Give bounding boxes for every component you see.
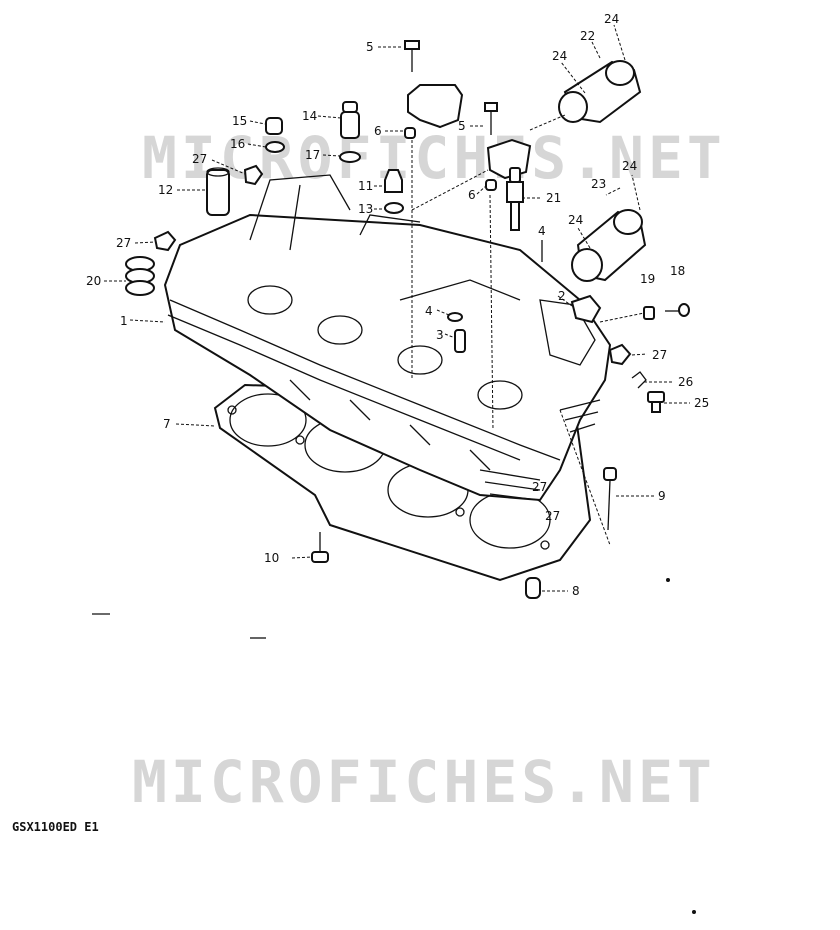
spark-plug-21: [506, 167, 524, 231]
bolt-18: [665, 303, 690, 317]
callout-12: 12: [158, 183, 173, 197]
dowel-8: [525, 577, 541, 599]
spring-20: [125, 256, 155, 296]
callout-18: 18: [670, 264, 685, 278]
intake-pipe-23: [571, 209, 647, 282]
clip-26: [631, 371, 647, 389]
stray-dot-1: [666, 578, 670, 582]
callout-24d: 24: [568, 213, 583, 227]
callout-17: 17: [305, 148, 320, 162]
pin-4-lower: [447, 312, 463, 322]
callout-27c: 27: [652, 348, 667, 362]
callout-22: 22: [580, 29, 595, 43]
callout-9: 9: [658, 489, 666, 503]
callout-21: 21: [546, 191, 561, 205]
callout-1: 1: [120, 314, 128, 328]
callout-20: 20: [86, 274, 101, 288]
callout-6b: 6: [468, 188, 476, 202]
sleeve-3: [454, 329, 466, 353]
callout-6a: 6: [374, 124, 382, 138]
callout-numbers: 1 2 3 4 4 5 5 6 6 7 8 9 10 11 12 13 14 1…: [86, 12, 709, 598]
callout-23: 23: [591, 177, 606, 191]
rubber-cap-27a: [243, 164, 264, 186]
intake-pipe-22: [558, 60, 642, 124]
callout-14: 14: [302, 109, 317, 123]
cylinder-head: [163, 174, 612, 502]
union-2: [570, 294, 602, 324]
callout-27a: 27: [192, 152, 207, 166]
callout-2: 2: [558, 289, 566, 303]
cam-cap-top: [407, 84, 464, 129]
watermark-bottom: MICROFICHES.NET: [132, 748, 716, 816]
callout-5b: 5: [458, 119, 466, 133]
cap-15: [265, 117, 283, 135]
callout-27b: 27: [116, 236, 131, 250]
model-caption: GSX1100ED E1: [12, 820, 99, 834]
plug-14: [340, 101, 360, 139]
dowel-pin-6a: [404, 127, 416, 139]
callout-25: 25: [694, 396, 709, 410]
callout-24a: 24: [604, 12, 619, 26]
rubber-cap-27b: [153, 230, 177, 252]
callout-27e: 27: [545, 509, 560, 523]
callout-15: 15: [232, 114, 247, 128]
callout-7: 7: [163, 417, 171, 431]
callout-24c: 24: [622, 159, 637, 173]
nut-19: [643, 306, 655, 320]
callout-27d: 27: [532, 480, 547, 494]
bolt-5-lower: [484, 102, 498, 135]
leader-lines: [104, 24, 690, 592]
oil-pipe-12: [206, 167, 230, 216]
callout-16: 16: [230, 137, 245, 151]
bolt-5-upper: [404, 40, 420, 72]
o-ring-17: [339, 151, 361, 163]
callout-26: 26: [678, 375, 693, 389]
callout-5a: 5: [366, 40, 374, 54]
bolt-25: [647, 391, 665, 413]
washer-16: [265, 141, 285, 153]
callout-10: 10: [264, 551, 279, 565]
watermark-top: MICROFICHES.NET: [142, 124, 726, 192]
washer-13: [384, 202, 404, 214]
stud-bolt-9: [603, 467, 617, 531]
callout-19: 19: [640, 272, 655, 286]
callout-3: 3: [436, 328, 444, 342]
callout-24b: 24: [552, 49, 567, 63]
callout-8: 8: [572, 584, 580, 598]
callout-11: 11: [358, 179, 373, 193]
rubber-cap-27c: [608, 343, 632, 366]
bolt-10: [311, 532, 329, 563]
cap-11: [384, 169, 403, 193]
dowel-pin-6b: [485, 179, 497, 191]
callout-4a: 4: [425, 304, 433, 318]
stray-dot-2: [692, 910, 696, 914]
callout-13: 13: [358, 202, 373, 216]
callout-4b: 4: [538, 224, 546, 238]
